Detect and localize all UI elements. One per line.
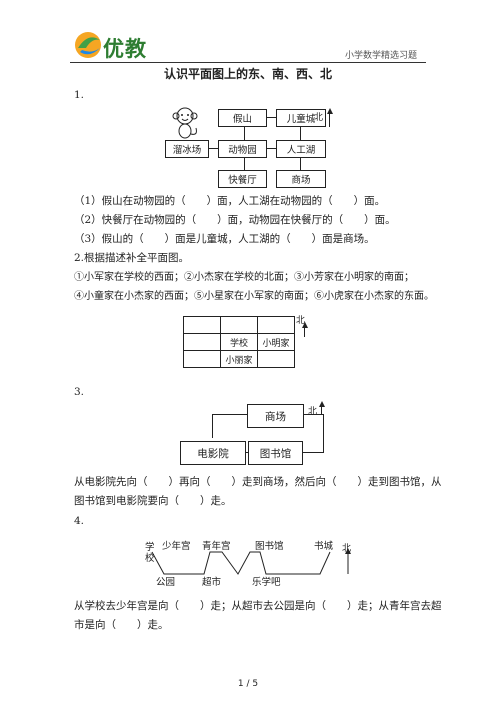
- header-divider: [70, 62, 426, 63]
- q3-line-2: 图书馆到电影院要向（ ）走。: [74, 495, 232, 507]
- box-jiashan: 假山: [218, 109, 267, 127]
- page-number: 1 / 5: [237, 679, 259, 689]
- place-qingniangong: 青年宫: [202, 541, 231, 552]
- q3-north-arrow-icon: [319, 401, 325, 407]
- cell-school: 学校: [220, 333, 258, 351]
- q2-grid: 学校小明家 小丽家: [183, 316, 295, 368]
- question-3-number: 3.: [74, 386, 85, 398]
- q1-line-2: （2）快餐厅在动物园的（ ）面，动物园在快餐厅的（ ）面。: [74, 214, 396, 226]
- box-q3-tushuguan: 图书馆: [248, 441, 303, 465]
- q4-north-arrow-icon: [345, 548, 351, 554]
- q1-line-3: （3）假山的（ ）面是儿童城，人工湖的（ ）面是商场。: [74, 233, 375, 245]
- q2-desc-1: ①小军家在学校的西面；②小杰家在学校的北面；③小芳家在小明家的南面；: [74, 272, 414, 283]
- box-rengonghu: 人工湖: [276, 140, 326, 158]
- box-ertongcheng: 儿童城: [276, 109, 326, 127]
- header-note: 小学数学精选习题: [344, 51, 417, 61]
- place-lexueba: 乐学吧: [252, 577, 281, 588]
- box-q3-shangchang: 商场: [247, 404, 304, 428]
- q3-line-1: 从电影院先向（ ）再向（ ）走到商场，然后向（ ）走到图书馆，从: [74, 476, 442, 488]
- place-school: 学校: [145, 542, 155, 564]
- cell-xiaoli: 小丽家: [220, 350, 258, 368]
- place-shaoniangong: 少年宫: [162, 541, 191, 552]
- box-shangchang: 商场: [276, 170, 326, 188]
- page-title: 认识平面图上的东、南、西、北: [163, 67, 332, 81]
- cell-xiaoming: 小明家: [257, 333, 295, 351]
- box-dongwuyuan: 动物园: [218, 140, 267, 158]
- q2-north-arrow-icon: [302, 322, 308, 328]
- north-label: 北: [314, 113, 324, 123]
- question-1-number: 1.: [74, 89, 85, 101]
- q2-desc-2: ④小童家在小杰家的西面；⑤小星家在小军家的南面；⑥小虎家在小杰家的东面。: [74, 291, 434, 302]
- box-q3-dianyingyuan: 电影院: [180, 441, 246, 465]
- place-shucheng: 书城: [314, 541, 334, 552]
- logo-text: 优教: [103, 37, 147, 61]
- q1-line-1: （1）假山在动物园的（ ）面，人工湖在动物园的（ ）面。: [74, 195, 386, 207]
- north-arrow-icon: [327, 108, 333, 114]
- q4-route-lines: [151, 551, 349, 575]
- place-tushuguan: 图书馆: [255, 541, 284, 552]
- question-4-number: 4.: [74, 515, 85, 527]
- q2-north-label: 北: [296, 316, 306, 326]
- logo-icon: [75, 32, 101, 58]
- monkey-icon: [172, 107, 198, 139]
- q4-line-1: 从学校去少年宫是向（ ）走；从超市去公园是向（ ）走；从青年宫去超: [74, 600, 442, 612]
- question-2-intro: 2.根据描述补全平面图。: [74, 252, 190, 264]
- place-gongyuan: 公园: [156, 577, 176, 588]
- place-chaoshi: 超市: [202, 577, 222, 588]
- box-liubingchang: 溜冰场: [165, 140, 209, 158]
- q4-line-2: 市是向（ ）走。: [74, 619, 169, 631]
- q3-north-label: 北: [308, 407, 318, 417]
- box-kuaicanting: 快餐厅: [218, 170, 267, 188]
